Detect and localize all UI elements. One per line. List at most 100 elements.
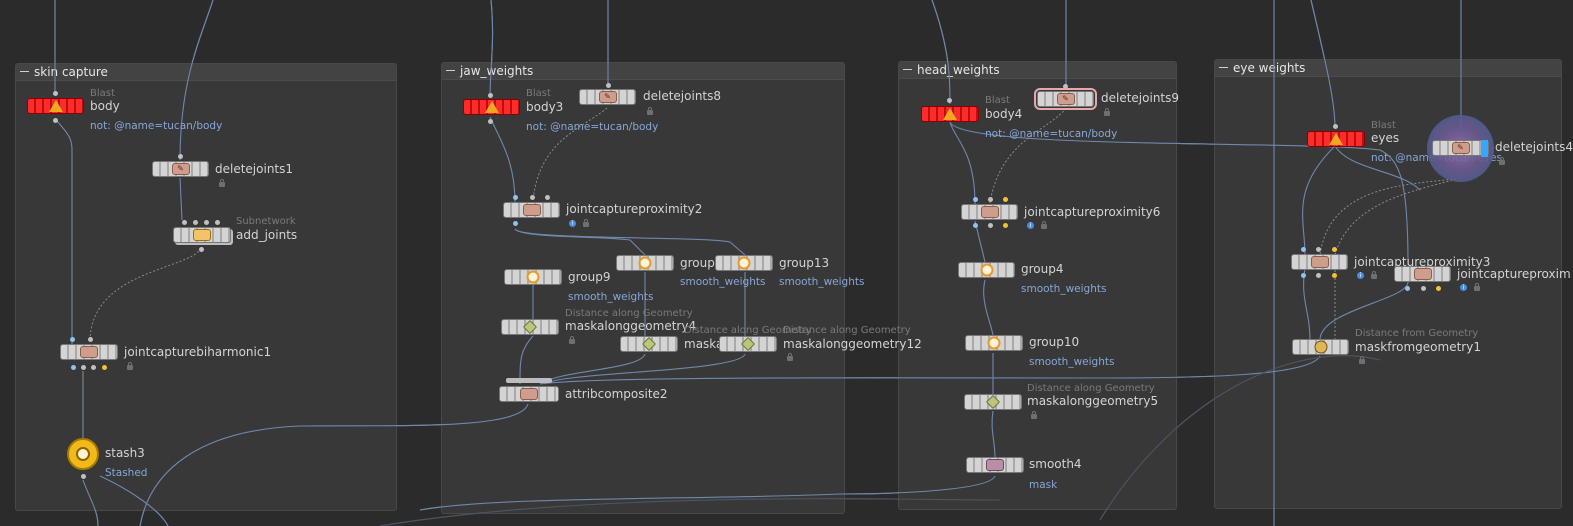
node-maskalonggeometry5[interactable] — [964, 394, 1022, 410]
node-group13[interactable] — [715, 255, 773, 271]
output-port[interactable] — [53, 118, 58, 123]
node-type: Blast — [526, 88, 551, 99]
output-port[interactable] — [91, 365, 96, 370]
input-port[interactable] — [530, 195, 535, 200]
input-port[interactable] — [513, 195, 518, 200]
input-port[interactable] — [1003, 197, 1008, 202]
output-port[interactable] — [81, 474, 86, 479]
input-port[interactable] — [215, 220, 220, 225]
node-label: body3 — [526, 100, 564, 114]
input-port[interactable] — [1301, 247, 1306, 252]
input-port[interactable] — [182, 220, 187, 225]
node-subtext: mask — [1029, 479, 1058, 491]
input-port[interactable] — [70, 337, 75, 342]
node-body4[interactable] — [921, 106, 979, 122]
info-icon[interactable]: i — [1027, 222, 1034, 229]
lock-icon — [647, 107, 653, 115]
node-label: group9 — [568, 270, 611, 284]
ring-icon — [737, 256, 751, 270]
capture-icon — [522, 204, 541, 216]
input-port[interactable] — [88, 337, 93, 342]
node-maskalonggeometry-a[interactable] — [620, 336, 678, 352]
node-label: deletejoints8 — [643, 89, 722, 103]
node-add-joints[interactable] — [173, 227, 231, 243]
node-body[interactable] — [27, 98, 84, 114]
info-icon[interactable]: i — [1460, 284, 1467, 291]
node-jointcaptureproxim[interactable] — [1394, 266, 1451, 282]
node-label: jointcaptureproximity2 — [566, 202, 703, 216]
output-port[interactable] — [102, 365, 107, 370]
output-port[interactable] — [1405, 286, 1410, 291]
collapse-icon[interactable] — [20, 71, 29, 72]
input-port[interactable] — [193, 220, 198, 225]
input-port[interactable] — [1063, 84, 1068, 89]
ring-icon — [526, 270, 540, 284]
node-maskalonggeometry4[interactable] — [501, 319, 559, 335]
input-port[interactable] — [545, 195, 550, 200]
collapse-icon[interactable] — [446, 70, 455, 71]
collapse-icon[interactable] — [1219, 67, 1228, 68]
input-port[interactable] — [1333, 124, 1338, 129]
node-group10[interactable] — [965, 335, 1023, 351]
lock-icon — [1041, 221, 1047, 229]
node-type: Distance along Geometry — [565, 308, 693, 319]
output-port[interactable] — [488, 119, 493, 124]
diamond-icon — [641, 336, 657, 352]
node-body3[interactable] — [463, 99, 520, 115]
output-port[interactable] — [1301, 273, 1306, 278]
node-label: jointcaptureproxim — [1457, 267, 1571, 281]
output-port[interactable] — [1316, 273, 1321, 278]
node-maskfromgeometry1[interactable] — [1292, 339, 1349, 355]
output-port[interactable] — [71, 365, 76, 370]
input-port[interactable] — [53, 91, 58, 96]
input-port[interactable] — [947, 98, 952, 103]
node-deletejoints4[interactable]: ✎ — [1432, 140, 1489, 156]
info-icon[interactable]: i — [569, 220, 576, 227]
output-port[interactable] — [1003, 223, 1008, 228]
node-jointcapturebiharmonic1[interactable] — [60, 344, 118, 360]
input-port[interactable] — [973, 197, 978, 202]
lock-icon — [1499, 157, 1505, 165]
node-stash3[interactable] — [67, 438, 99, 470]
multi-input-bar[interactable] — [506, 378, 552, 383]
node-label: smooth4 — [1029, 457, 1082, 471]
lock-icon — [583, 219, 589, 227]
node-maskalonggeometry12[interactable] — [719, 336, 777, 352]
node-subtext: smooth_weights — [1021, 283, 1107, 295]
input-port[interactable] — [178, 154, 183, 159]
input-port[interactable] — [204, 220, 209, 225]
node-group1[interactable] — [616, 255, 674, 271]
node-group9[interactable] — [504, 269, 562, 285]
node-eyes[interactable] — [1307, 131, 1365, 147]
display-flag[interactable] — [1481, 140, 1488, 157]
output-port[interactable] — [1421, 286, 1426, 291]
output-port[interactable] — [988, 223, 993, 228]
node-deletejoints8[interactable]: ✎ — [579, 89, 636, 105]
node-jointcaptureproximity3[interactable] — [1291, 254, 1348, 270]
output-port[interactable] — [199, 247, 204, 252]
delete-joints-icon: ✎ — [598, 91, 617, 103]
input-port[interactable] — [488, 93, 493, 98]
node-jointcaptureproximity2[interactable] — [503, 202, 560, 218]
output-port[interactable] — [973, 223, 978, 228]
node-attribcomposite2[interactable] — [499, 386, 559, 402]
node-deletejoints1[interactable]: ✎ — [152, 161, 209, 177]
diamond-icon — [985, 394, 1001, 410]
output-port[interactable] — [1332, 273, 1337, 278]
node-smooth4[interactable] — [966, 457, 1024, 473]
input-port[interactable] — [988, 197, 993, 202]
node-subtext: smooth_weights — [680, 276, 766, 288]
input-port[interactable] — [1316, 247, 1321, 252]
node-jointcaptureproximity6[interactable] — [961, 204, 1018, 220]
composite-icon — [520, 388, 538, 400]
output-port[interactable] — [81, 365, 86, 370]
node-group4[interactable] — [958, 262, 1015, 278]
input-port[interactable] — [606, 83, 611, 88]
output-port[interactable] — [1436, 286, 1441, 291]
info-icon[interactable]: i — [1357, 272, 1364, 279]
box-title: eye weights — [1233, 61, 1306, 75]
node-deletejoints9[interactable]: ✎ — [1034, 88, 1097, 110]
input-port[interactable] — [1332, 247, 1337, 252]
collapse-icon[interactable] — [903, 69, 912, 70]
output-port[interactable] — [513, 221, 518, 226]
